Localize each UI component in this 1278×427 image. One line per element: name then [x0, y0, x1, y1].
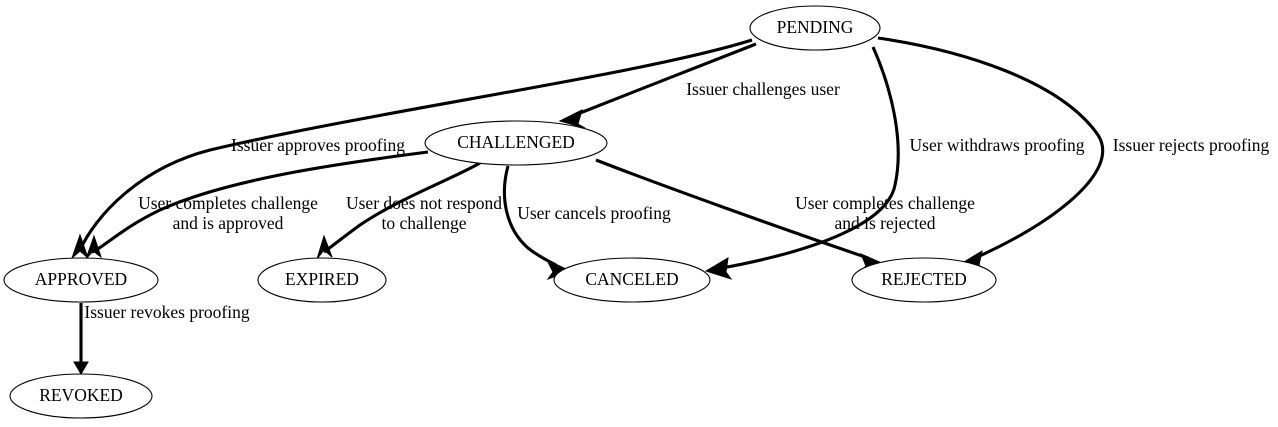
node-approved-ellipse [3, 257, 159, 303]
edge-label-user-does-not-respond-line1: User does not respond [346, 193, 502, 213]
node-canceled[interactable]: CANCELED [553, 257, 711, 303]
edge-path-pending-canceled [721, 46, 900, 270]
node-pending[interactable]: PENDING [749, 5, 881, 51]
node-revoked[interactable]: REVOKED [9, 373, 153, 419]
edge-pending-to-challenged[interactable] [558, 42, 757, 129]
edge-label-user-completes-challenge-approved-line1: User completes challenge [138, 193, 318, 213]
arrowhead-approved-revoked [73, 361, 89, 375]
arrowhead-challenged-approved [85, 234, 102, 260]
edge-label-issuer-rejects-proofing: Issuer rejects proofing [1113, 135, 1270, 155]
edge-path-pending-approved [78, 38, 753, 251]
edge-path-challenged-rejected [595, 158, 869, 260]
edge-label-user-completes-challenge-approved-line2: and is approved [173, 213, 284, 233]
node-approved[interactable]: APPROVED [3, 257, 159, 303]
edge-path-challenged-expired [323, 161, 481, 254]
node-challenged-ellipse [424, 120, 608, 166]
node-expired[interactable]: EXPIRED [257, 257, 387, 303]
node-rejected-ellipse [851, 257, 997, 303]
node-revoked-label: REVOKED [39, 385, 123, 405]
arrowhead-challenged-expired [316, 234, 333, 260]
edge-label-user-completes-challenge-rejected-line2: and is rejected [834, 213, 935, 233]
edge-label-issuer-approves-proofing: Issuer approves proofing [231, 135, 405, 155]
edge-label-issuer-challenges-user: Issuer challenges user [686, 79, 840, 99]
edge-challenged-to-approved[interactable] [85, 150, 429, 260]
node-rejected-label: REJECTED [881, 269, 967, 289]
node-expired-ellipse [257, 257, 387, 303]
edge-path-pending-challenged [574, 42, 757, 117]
node-expired-label: EXPIRED [285, 269, 359, 289]
edge-label-user-does-not-respond-line2: to challenge [381, 213, 466, 233]
edge-path-challenged-approved [91, 150, 429, 254]
node-rejected[interactable]: REJECTED [851, 257, 997, 303]
node-challenged-label: CHALLENGED [457, 132, 575, 152]
edge-label-issuer-revokes-proofing: Issuer revokes proofing [84, 302, 249, 322]
node-canceled-label: CANCELED [585, 269, 678, 289]
edge-path-pending-rejected [877, 36, 1105, 260]
arrowhead-pending-canceled [704, 257, 733, 280]
node-approved-label: APPROVED [35, 269, 127, 289]
node-revoked-ellipse [9, 373, 153, 419]
edge-challenged-to-expired[interactable] [316, 161, 481, 260]
edge-approved-to-revoked[interactable] [73, 303, 89, 375]
edge-label-user-completes-challenge-rejected-line1: User completes challenge [795, 193, 975, 213]
arrowhead-pending-challenged [558, 109, 586, 129]
edge-label-user-cancels-proofing: User cancels proofing [517, 203, 671, 223]
edge-label-user-withdraws-proofing: User withdraws proofing [910, 135, 1085, 155]
edge-pending-to-canceled[interactable] [704, 46, 900, 280]
node-pending-label: PENDING [777, 17, 854, 37]
node-pending-ellipse [749, 5, 881, 51]
node-challenged[interactable]: CHALLENGED [424, 120, 608, 166]
node-canceled-ellipse [553, 257, 711, 303]
